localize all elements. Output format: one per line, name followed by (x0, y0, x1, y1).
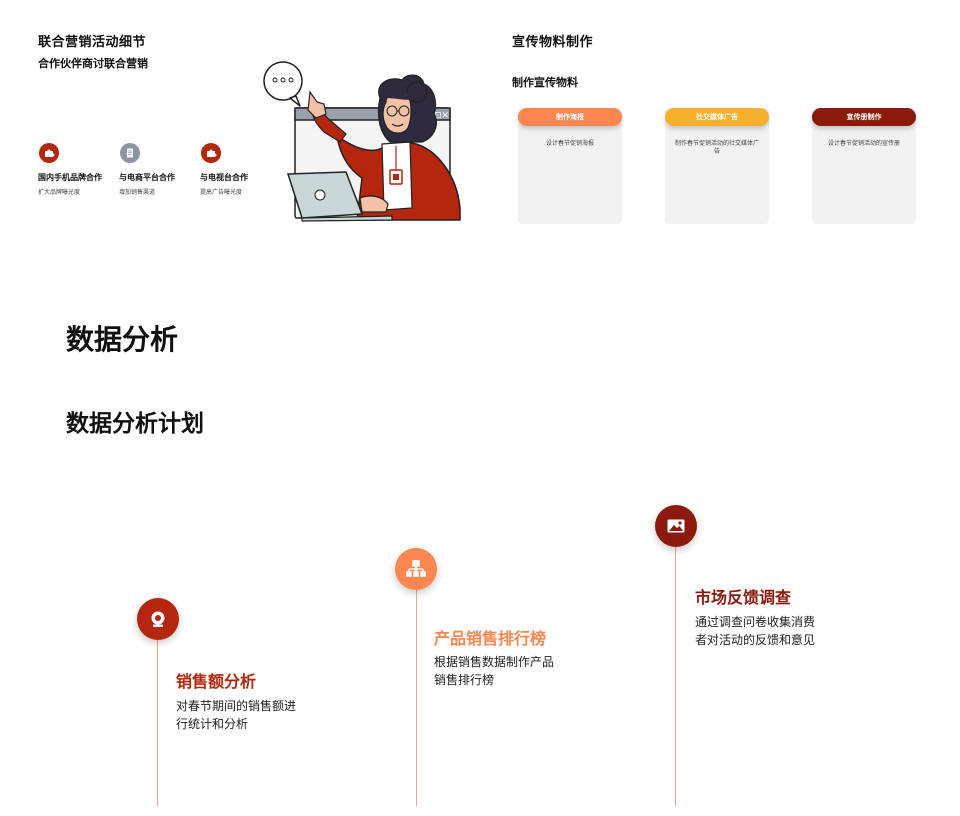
card-desc: 设计春节促销海报 (545, 140, 594, 147)
document-icon (120, 143, 140, 163)
slide3-subtitle: 数据分析计划 (66, 411, 204, 437)
partner-name: 与电商平台合作 (119, 173, 175, 182)
puzzle-icon (201, 143, 221, 163)
partner-name: 国内手机品牌合作 (38, 173, 102, 182)
timeline-line (416, 590, 417, 806)
step-title: 产品销售排行榜 (434, 629, 547, 648)
image-icon (655, 505, 697, 547)
slide1-title: 联合营销活动细节 (38, 35, 147, 50)
slide2-subtitle: 制作宣传物料 (512, 76, 578, 89)
timeline-line (675, 546, 676, 806)
partner-item-tv: 与电视台合作 提高广告曝光度 (200, 143, 280, 196)
slide2-title: 宣传物料制作 (512, 35, 594, 50)
slide3-title: 数据分析 (66, 323, 179, 356)
partner-desc: 提高广告曝光度 (200, 189, 243, 196)
webcam-icon (137, 598, 179, 640)
card-label: 社交媒体广告 (665, 108, 769, 126)
step-desc: 通过调查问卷收集消费者对活动的反馈和意见 (695, 615, 816, 647)
step-title: 销售额分析 (176, 672, 257, 691)
partner-desc: 扩大品牌曝光度 (38, 189, 81, 196)
partner-item-ecommerce: 与电商平台合作 增加销售渠道 (119, 143, 199, 196)
card-desc: 设计春节促销活动的宣传册 (827, 140, 900, 147)
material-card-social-ads: 社交媒体广告 制作春节促销活动的社交媒体广告 (665, 108, 769, 224)
hierarchy-icon (395, 548, 437, 590)
step-desc: 根据销售数据制作产品销售排行榜 (434, 655, 555, 687)
card-desc: 制作春节促销活动的社交媒体广告 (674, 140, 759, 155)
step-title: 市场反馈调查 (695, 588, 792, 607)
partner-name: 与电视台合作 (200, 173, 248, 182)
material-card-brochure: 宣传册制作 设计春节促销活动的宣传册 (812, 108, 916, 224)
timeline-line (157, 640, 158, 806)
partner-desc: 增加销售渠道 (119, 189, 156, 196)
partner-item-phone: 国内手机品牌合作 扩大品牌曝光度 (38, 143, 118, 196)
material-card-poster: 制作海报 设计春节促销海报 (518, 108, 622, 224)
card-label: 宣传册制作 (812, 108, 916, 126)
card-label: 制作海报 (518, 108, 622, 126)
slide1-subtitle: 合作伙伴商讨联合营销 (38, 57, 148, 70)
step-desc: 对春节期间的销售额进行统计和分析 (176, 699, 297, 731)
puzzle-icon (39, 143, 59, 163)
woman-with-laptop-illustration: ⊡✕ (263, 61, 461, 222)
svg-text:⊡✕: ⊡✕ (434, 111, 449, 121)
